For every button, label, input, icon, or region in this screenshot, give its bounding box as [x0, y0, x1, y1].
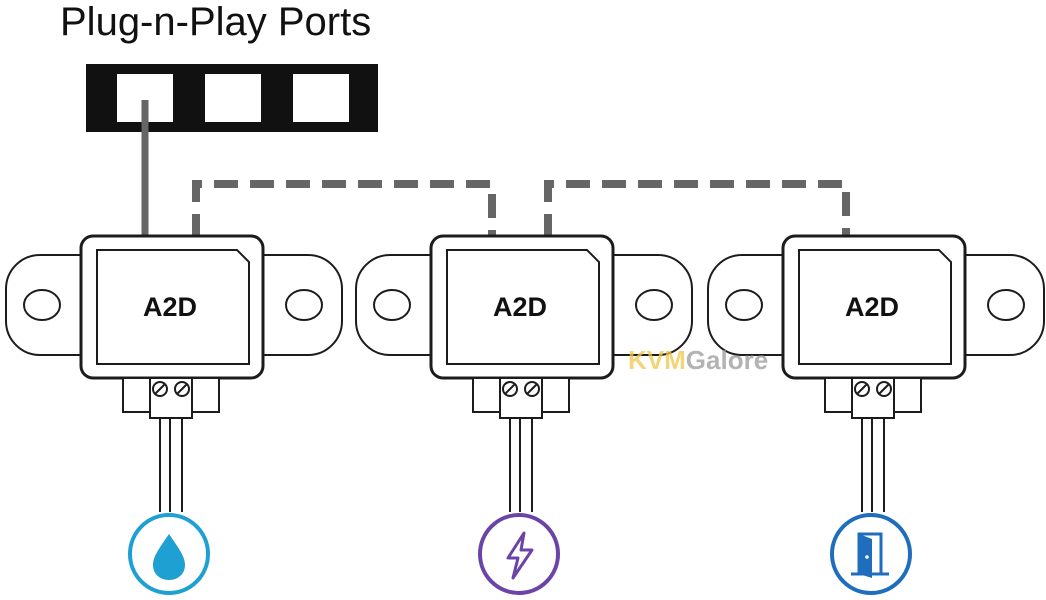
port-2: [205, 74, 261, 122]
lightning-bolt-icon: [506, 531, 534, 580]
diagram-title: Plug-n-Play Ports: [60, 0, 371, 44]
door-icon: [851, 532, 889, 578]
water-drop-icon: [153, 534, 185, 580]
mounting-hole: [635, 289, 673, 321]
module-label-panel: [96, 249, 250, 365]
mounting-hole: [987, 289, 1025, 321]
watermark-suffix: Galore: [686, 345, 768, 375]
port-3: [293, 74, 349, 122]
module-label-panel: [446, 249, 600, 365]
power-sensor-badge: [478, 513, 560, 595]
module-label: A2D: [493, 292, 547, 322]
mounting-hole: [285, 289, 323, 321]
a2d-module-2: A2D: [355, 234, 693, 595]
mounting-hole: [23, 289, 61, 321]
daisy-chain-link-1: [192, 180, 496, 238]
daisy-chain-link-2: [544, 180, 850, 238]
module-label-panel: [798, 249, 952, 365]
mounting-hole: [725, 289, 763, 321]
a2d-module-1: A2D: [5, 234, 343, 595]
watermark-prefix: KVM: [628, 345, 686, 375]
module-label: A2D: [845, 292, 899, 322]
port-strip: [86, 64, 378, 132]
module-label: A2D: [143, 292, 197, 322]
a2d-module-3: A2D: [707, 234, 1045, 595]
watermark: KVMGalore: [628, 345, 768, 375]
mounting-hole: [373, 289, 411, 321]
